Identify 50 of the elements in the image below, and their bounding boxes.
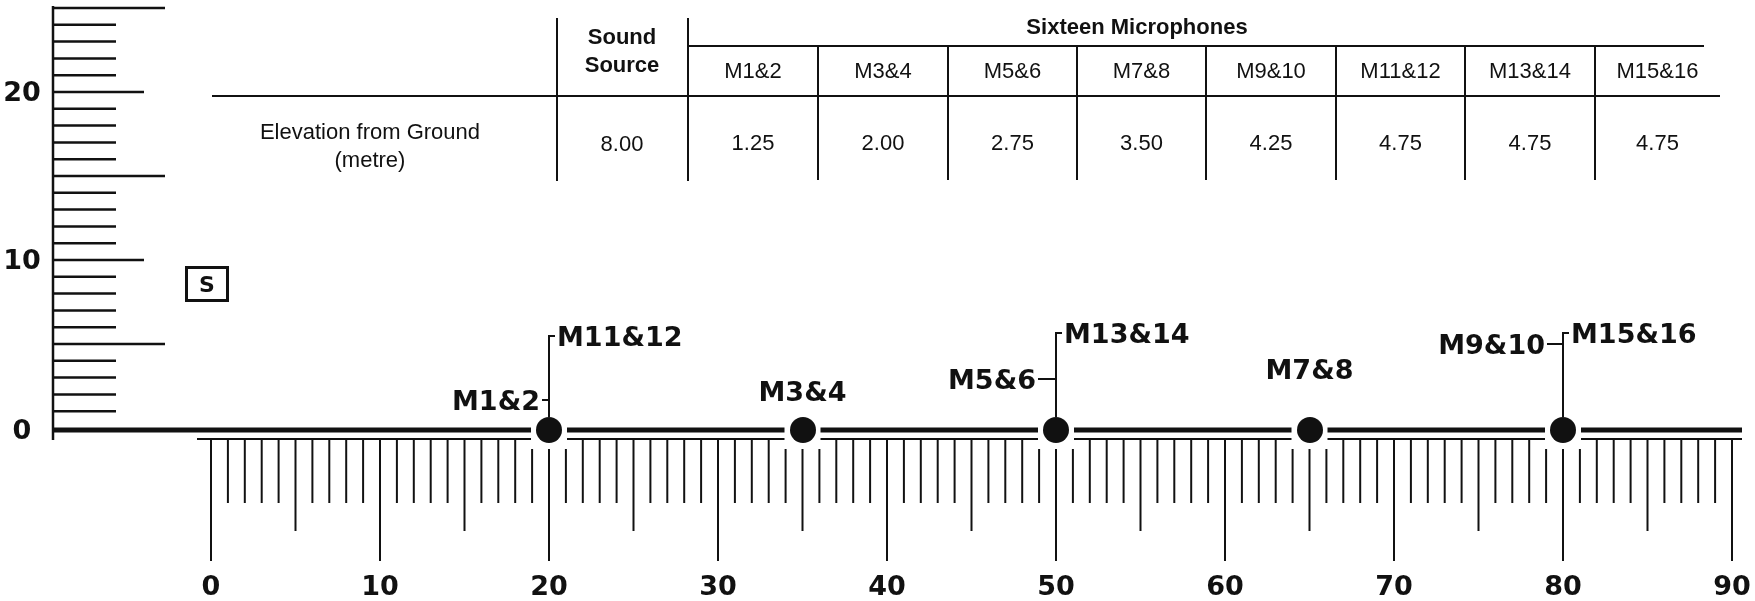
microphone-dot (1043, 417, 1069, 443)
table-text: M1&2 (724, 57, 782, 85)
microphone-label: M5&6 (948, 363, 1036, 395)
axis-value: 20 (3, 75, 41, 109)
table-text: M13&14 (1489, 57, 1571, 85)
microphone-dot (1296, 417, 1323, 443)
microphone-label: M15&16 (1571, 317, 1697, 349)
table-text: Sixteen Microphones (1026, 13, 1248, 41)
axis-value: 60 (1206, 569, 1244, 601)
axis-value: 0 (12, 413, 32, 447)
axis-value: 50 (1037, 569, 1075, 601)
table-text: M11&12 (1360, 57, 1441, 85)
axis-value: 70 (1375, 569, 1413, 601)
microphone-dot (789, 417, 816, 443)
axis-value: 90 (1713, 569, 1751, 601)
axis-value: 10 (361, 569, 399, 601)
table-text: Sound Source (583, 22, 661, 78)
table-text: M15&16 (1616, 57, 1699, 85)
table-text: M3&4 (854, 57, 912, 85)
table-text: 4.25 (1249, 129, 1293, 157)
leader-line (1037, 378, 1057, 418)
table-text: 4.75 (1379, 129, 1422, 157)
microphone-label: M9&10 (1438, 328, 1545, 360)
table-text: M9&10 (1236, 57, 1306, 85)
microphone-label: M13&14 (1064, 317, 1190, 349)
table-text: M7&8 (1112, 57, 1171, 85)
leader-line (541, 399, 550, 418)
table-text: 1.25 (731, 129, 775, 157)
table-text: Elevation from Ground (metre) (258, 117, 482, 173)
axis-value: 10 (3, 243, 41, 277)
microphone-label: M7&8 (1265, 353, 1354, 387)
table-text: M5&6 (983, 57, 1042, 85)
microphone-label: M3&4 (758, 375, 847, 409)
microphone-label: M1&2 (452, 384, 540, 416)
table-text: 4.75 (1508, 129, 1552, 157)
axis-value: 80 (1544, 569, 1582, 601)
microphone-dot (1550, 417, 1576, 443)
table-text: 8.00 (600, 130, 644, 158)
table-text: 3.50 (1120, 129, 1163, 157)
microphone-label: M11&12 (557, 320, 683, 352)
axis-value: 40 (868, 569, 906, 601)
table-text: 2.00 (861, 129, 905, 157)
table-text: 4.75 (1636, 129, 1679, 157)
axis-value: 20 (530, 569, 568, 601)
leader-line (1562, 332, 1570, 418)
microphone-dot (536, 417, 562, 443)
table-text: 2.75 (991, 129, 1034, 157)
axis-value: 30 (699, 569, 737, 601)
source-box: S (185, 266, 229, 302)
axis-value: 0 (201, 569, 221, 601)
